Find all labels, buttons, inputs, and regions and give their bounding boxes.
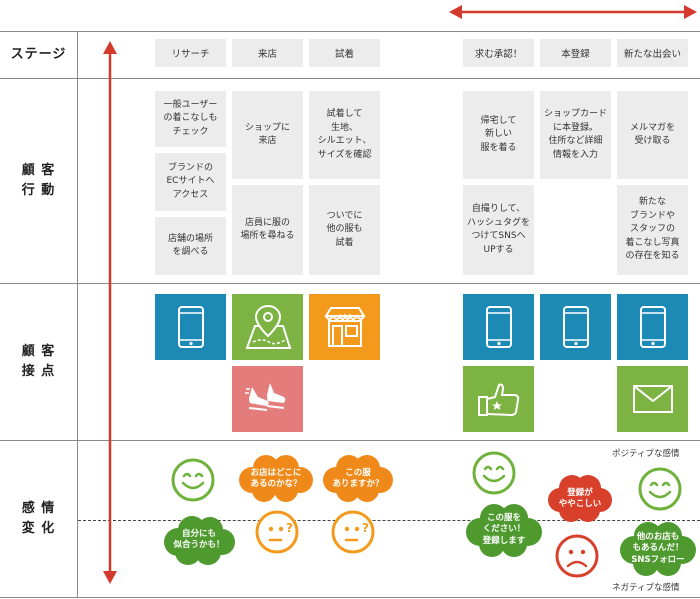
stage-try-on: 試着 (309, 39, 380, 67)
svg-text:?: ? (286, 521, 293, 535)
touchpoint-like (463, 366, 534, 432)
action-card: メルマガを 受け取る (617, 91, 688, 179)
negative-emotion-label: ネガティブな感情 (612, 583, 680, 593)
smartphone-icon (639, 306, 666, 348)
thumbs-up-star-icon (477, 383, 519, 417)
smartphone-icon (485, 306, 512, 348)
svg-text:?: ? (362, 521, 369, 535)
grid-line (77, 31, 78, 598)
stage-new-encounter: 新たな出会い (617, 39, 688, 67)
sad-face-icon (555, 534, 599, 578)
row-label-emotion: 感 情 変 化 (21, 500, 56, 536)
touchpoint-smartphone (463, 294, 534, 360)
thought-bubble: 自分にも 似合うかも！ (160, 514, 238, 566)
thought-bubble: お店はどこに あるのかな？ (236, 454, 316, 504)
walking-shoes-icon (244, 383, 285, 411)
action-card: ショップに 来店 (232, 91, 303, 179)
action-card: 一般ユーザー の着こなしも チェック (155, 91, 226, 147)
grid-line (0, 31, 700, 32)
action-card: 店員に服の 場所を尋ねる (232, 185, 303, 275)
touchpoint-store (309, 294, 380, 360)
stage-visit: 来店 (232, 39, 303, 67)
grid-line (0, 597, 700, 598)
envelope-icon (632, 385, 673, 413)
action-card: 店舗の場所 を調べる (155, 217, 226, 275)
stage-register: 本登録 (540, 39, 611, 67)
action-card: 新たな ブランドや スタッフの 着こなし写真 の存在を知る (617, 185, 688, 275)
action-card: ついでに 他の服も 試着 (309, 185, 380, 275)
positive-emotion-label: ポジティブな感情 (612, 449, 680, 459)
action-card: ブランドの ECサイトへ アクセス (155, 153, 226, 211)
thought-bubble: この服 ありますか？ (320, 454, 396, 504)
thought-bubble: 登録が ややこしい (546, 474, 614, 524)
thought-bubble: この服を ください！ 登録します (464, 502, 544, 558)
touchpoint-walking (232, 366, 303, 432)
smile-face-icon (472, 451, 516, 495)
stage-research: リサーチ (155, 39, 226, 67)
storefront-icon (323, 307, 366, 347)
grid-line (0, 78, 700, 79)
touchpoint-smartphone (155, 294, 226, 360)
action-card: 自撮りして、 ハッシュタグを つけてSNSへ UPする (463, 185, 534, 275)
touchpoint-smartphone (540, 294, 611, 360)
touchpoint-mail (617, 366, 688, 432)
smile-face-icon (638, 467, 682, 511)
grid-line (0, 283, 700, 284)
action-card: ショップカード に本登録。 住所など詳細 情報を入力 (540, 91, 611, 179)
smartphone-icon (177, 306, 204, 348)
map-pin-icon (245, 304, 291, 349)
touchpoint-smartphone (617, 294, 688, 360)
stage-approval: 求む承認！ (463, 39, 534, 67)
row-label-touchpoint: 顧 客 接 点 (21, 343, 56, 379)
timeline-arrow-horizontal (449, 5, 697, 19)
confused-face-icon: ? (331, 510, 375, 554)
grid-line (0, 440, 700, 441)
action-card: 試着して 生地、 シルエット、 サイズを確認 (309, 91, 380, 179)
touchpoint-map (232, 294, 303, 360)
confused-face-icon: ? (255, 510, 299, 554)
smile-face-icon (171, 458, 215, 502)
row-label-action: 顧 客 行 動 (21, 162, 56, 198)
row-label-stage: ステージ (10, 46, 67, 62)
emotion-baseline (78, 520, 700, 521)
thought-bubble: 他のお店も もあるんだ！ SNSフォロー (618, 520, 698, 578)
smartphone-icon (562, 306, 589, 348)
timeline-arrow-vertical (103, 41, 117, 584)
action-card: 帰宅して 新しい 服を着る (463, 91, 534, 179)
